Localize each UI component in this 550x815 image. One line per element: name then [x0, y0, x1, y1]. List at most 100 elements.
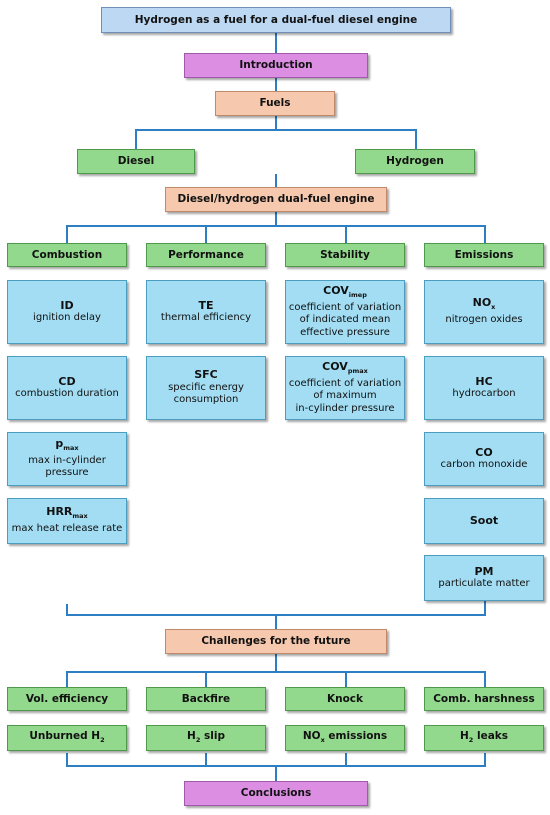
connector-line	[66, 753, 68, 766]
pmax-box: pmax max in-cylinder pressure	[7, 432, 127, 486]
nox-pre: NO	[302, 729, 321, 742]
hc-abbr: HC	[475, 374, 493, 388]
slip-h: H	[187, 729, 196, 742]
sfc-abbr: SFC	[194, 368, 218, 382]
sfc-desc1: specific energy	[168, 381, 244, 393]
connector-line	[484, 753, 486, 766]
knock-box: Knock	[285, 687, 405, 711]
covpmax-abbr: COVpmax	[322, 360, 368, 378]
nox-emissions-box: NOx emissions	[285, 725, 405, 751]
cd-desc: combustion duration	[15, 388, 119, 399]
connector-line	[345, 671, 347, 687]
challenges-box: Challenges for the future	[165, 629, 387, 654]
stability-text: Stability	[320, 248, 370, 261]
nox-post: emissions	[324, 729, 388, 742]
hrr-abbr-main: HRR	[46, 505, 73, 519]
covimep-desc3: effective pressure	[300, 326, 390, 338]
connector-line	[345, 753, 347, 766]
connector-line	[205, 671, 207, 687]
h2-leaks-text: H2 leaks	[460, 730, 508, 747]
covpmax-abbr-sub: pmax	[347, 367, 368, 376]
connector-line	[484, 671, 486, 687]
nox-sub: x	[320, 735, 325, 744]
backfire-box: Backfire	[146, 687, 266, 711]
unburned-sub: 2	[100, 735, 105, 744]
conclusions-box: Conclusions	[184, 781, 368, 806]
co-abbr: CO	[475, 445, 493, 459]
emissions-header: Emissions	[424, 243, 544, 267]
h2-leaks-box: H2 leaks	[424, 725, 544, 751]
connector-line	[275, 116, 277, 130]
connector-line	[275, 212, 277, 226]
pmax-desc2: pressure	[45, 467, 89, 479]
connector-line	[135, 129, 417, 131]
covpmax-desc2: of maximum	[313, 390, 377, 402]
pm-abbr: PM	[474, 564, 494, 578]
covimep-abbr-main: COV	[323, 283, 349, 297]
pmax-desc1: max in-cylinder	[28, 454, 106, 466]
slip-word: slip	[200, 729, 225, 742]
unburned-h2-text: Unburned H2	[29, 730, 104, 747]
conclusions-text: Conclusions	[240, 787, 312, 800]
vol-efficiency-text: Vol. efficiency	[25, 692, 109, 705]
connector-line	[275, 765, 277, 781]
connector-line	[66, 604, 68, 615]
pmax-abbr-sub: max	[63, 444, 79, 453]
sfc-desc2: consumption	[173, 394, 239, 406]
covimep-abbr: COVimep	[323, 283, 367, 302]
h2-slip-text: H2 slip	[187, 730, 225, 747]
hc-desc: hydrocarbon	[452, 388, 516, 399]
combustion-duration-box: CD combustion duration	[7, 356, 127, 420]
connector-line	[205, 225, 207, 243]
fuels-text: Fuels	[259, 97, 291, 110]
connector-line	[135, 129, 137, 149]
challenges-text: Challenges for the future	[201, 635, 351, 648]
te-desc: thermal efficiency	[160, 312, 252, 323]
connector-line	[66, 671, 486, 673]
introduction-text: Introduction	[239, 59, 313, 72]
connector-line	[275, 78, 277, 91]
hrr-max-box: HRRmax max heat release rate	[7, 498, 127, 544]
hc-box: HC hydrocarbon	[424, 356, 544, 420]
leaks-h: H	[459, 729, 469, 742]
fuels-box: Fuels	[215, 91, 335, 116]
hrr-abbr: HRRmax	[46, 506, 88, 523]
nox-abbr: NOx	[473, 297, 496, 314]
pm-desc: particulate matter	[438, 578, 530, 589]
id-desc: ignition delay	[33, 312, 101, 323]
te-abbr: TE	[198, 298, 214, 312]
diesel-text: Diesel	[117, 155, 155, 168]
hydrogen-text: Hydrogen	[386, 155, 444, 168]
connector-line	[205, 753, 207, 766]
nox-desc: nitrogen oxides	[445, 314, 523, 326]
slip-sub: 2	[195, 735, 201, 744]
nox-abbr-main: NO	[472, 296, 492, 310]
cov-imep-box: COVimep coefficient of variation of indi…	[285, 280, 405, 344]
comb-harshness-box: Comb. harshness	[424, 687, 544, 711]
cov-pmax-box: COVpmax coefficient of variation of maxi…	[285, 356, 405, 420]
covimep-desc1: coefficient of variation	[288, 301, 402, 313]
dual-fuel-engine-text: Diesel/hydrogen dual-fuel engine	[177, 193, 375, 206]
title-text: Hydrogen as a fuel for a dual-fuel diese…	[134, 13, 418, 26]
leaks-sub: 2	[468, 735, 474, 744]
connector-line	[66, 671, 68, 687]
nox-emissions-text: NOx emissions	[303, 730, 387, 747]
covpmax-desc3: in-cylinder pressure	[295, 402, 395, 414]
nox-box: NOx nitrogen oxides	[424, 280, 544, 344]
ignition-delay-box: ID ignition delay	[7, 280, 127, 344]
co-desc: carbon monoxide	[440, 459, 528, 470]
covimep-abbr-sub: imep	[348, 291, 367, 300]
hrr-desc: max heat release rate	[11, 523, 123, 535]
pm-box: PM particulate matter	[424, 555, 544, 601]
connector-line	[275, 654, 277, 672]
performance-header: Performance	[146, 243, 266, 267]
hrr-abbr-sub: max	[72, 512, 88, 521]
pmax-abbr: pmax	[55, 437, 79, 455]
connector-line	[415, 129, 417, 149]
thermal-efficiency-box: TE thermal efficiency	[146, 280, 266, 344]
h2-slip-box: H2 slip	[146, 725, 266, 751]
introduction-box: Introduction	[184, 53, 368, 78]
leaks-word: leaks	[473, 729, 509, 742]
emissions-text: Emissions	[454, 248, 514, 261]
nox-abbr-sub: x	[491, 303, 496, 312]
